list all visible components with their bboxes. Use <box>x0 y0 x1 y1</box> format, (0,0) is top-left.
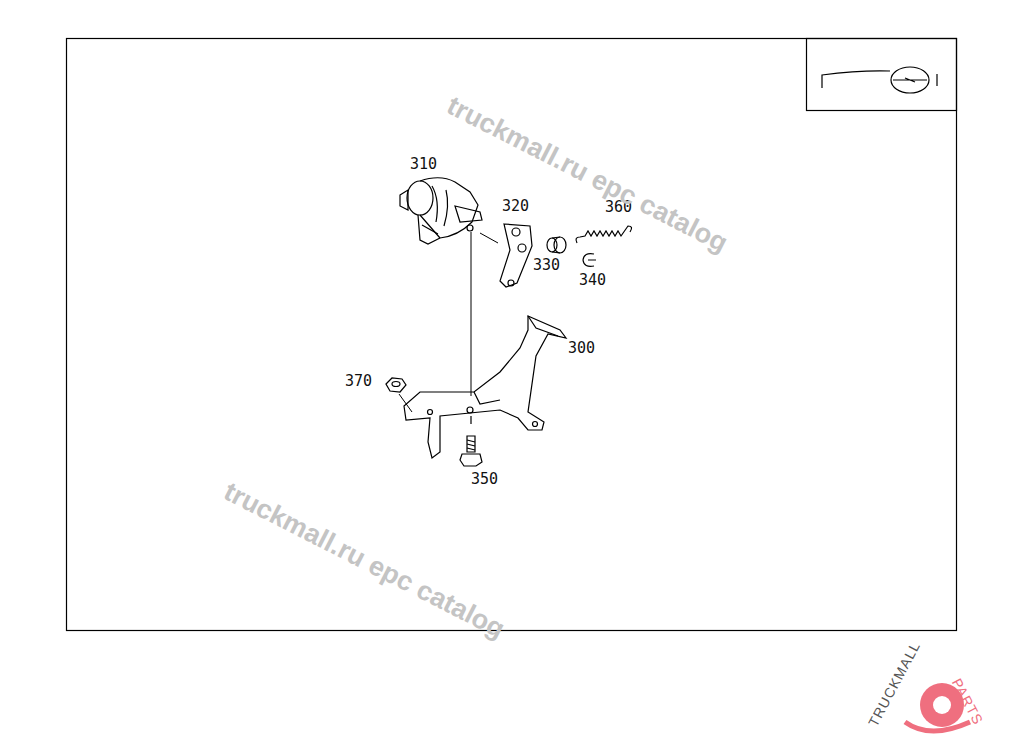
nut-370 <box>386 378 406 392</box>
callout-number: 310 <box>410 157 437 172</box>
steering-symbol <box>822 67 937 93</box>
callout-number: 340 <box>579 273 606 288</box>
callout-number: 350 <box>471 472 498 487</box>
clip-340 <box>583 254 596 267</box>
callout-number: 320 <box>502 199 529 214</box>
lever-320 <box>500 224 532 287</box>
callout-number: 300 <box>568 341 595 356</box>
frame <box>67 39 957 631</box>
spring-360 <box>576 226 632 243</box>
inset-frame <box>807 39 957 111</box>
logo-text: TRUCKMALL <box>866 639 922 728</box>
callout-number: 330 <box>533 258 560 273</box>
bush-330 <box>547 237 566 253</box>
valve-310 <box>400 178 482 244</box>
bolt-350 <box>460 416 482 466</box>
bracket-300 <box>404 316 566 458</box>
callout-number: 370 <box>345 374 372 389</box>
watermark: truckmall.ru epc catalog <box>220 478 509 643</box>
